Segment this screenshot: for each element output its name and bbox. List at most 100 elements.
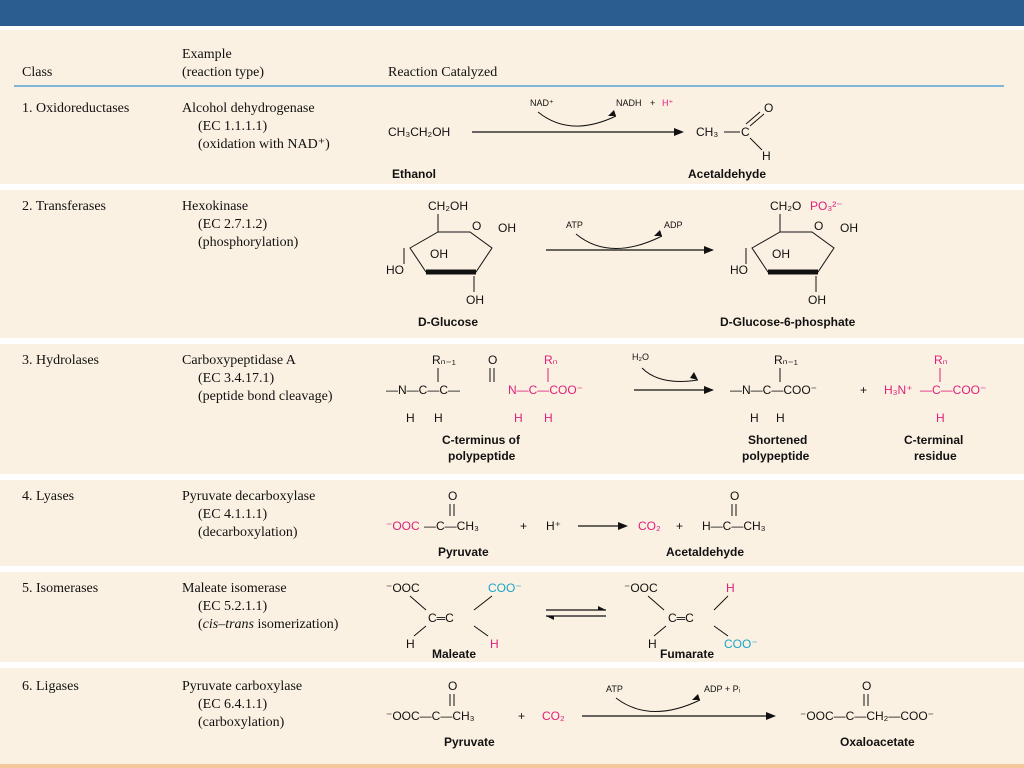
oxygen: O — [764, 101, 773, 115]
ec-number: (EC 6.4.1.1) — [198, 697, 268, 712]
adp-label: ADP — [664, 220, 683, 230]
class-name: 5. Isomerases — [22, 581, 99, 596]
bond — [409, 595, 427, 611]
nad-label: NAD⁺ — [530, 98, 554, 108]
substrate-name-2: polypeptide — [448, 449, 516, 463]
maleate-h-pink: H — [490, 637, 499, 651]
enzyme-example: Pyruvate carboxylase (EC 6.4.1.1) (carbo… — [182, 678, 302, 732]
double-bond-a — [745, 111, 761, 125]
class-name: 3. Hydrolases — [22, 353, 99, 368]
equilibrium-arrowhead — [598, 606, 606, 610]
oh-inner: OH — [772, 247, 790, 261]
carbon: C — [741, 125, 750, 139]
class-name: 4. Lyases — [22, 489, 75, 504]
co2-product: CO₂ — [638, 519, 661, 533]
adp-pi-label: ADP + Pᵢ — [704, 684, 740, 694]
product-ch2o: CH₂O — [770, 199, 801, 213]
reaction-arrowhead — [704, 386, 714, 394]
oh-right: OH — [840, 221, 858, 235]
glucose-ring — [409, 231, 493, 273]
carbonyl-o: O — [448, 679, 457, 693]
header-reaction: Reaction Catalyzed — [388, 65, 498, 80]
plus-sign: + — [520, 519, 527, 533]
product-ring — [751, 231, 835, 273]
row-separator — [0, 474, 1024, 480]
product-left: CH₃ — [696, 125, 718, 139]
oh-right: OH — [498, 221, 516, 235]
bond — [473, 625, 489, 637]
row-separator — [0, 184, 1024, 190]
carbonyl-o: O — [488, 353, 497, 367]
type-cis-trans: cis–trans — [202, 617, 255, 632]
acetaldehyde-formula: H—C—CH₃ — [702, 519, 766, 533]
bond — [413, 625, 427, 637]
enzyme-name: Hexokinase — [182, 199, 249, 214]
reaction-oxidoreductase: NAD⁺ NADH + H⁺ CH₃CH₂OH CH₃ C O H Ethano… — [388, 98, 773, 181]
reaction-type: (cis–trans isomerization) — [182, 616, 338, 634]
reaction-ligase: O ⁻OOC—C—CH₃ + CO₂ ATP ADP + Pᵢ O ⁻OOC—C… — [386, 679, 934, 749]
maleate-ooc: ⁻OOC — [386, 581, 420, 595]
ec-number: (EC 1.1.1.1) — [198, 119, 268, 134]
carbonyl-o: O — [862, 679, 871, 693]
hydrogen: H — [762, 149, 771, 163]
maleate-double-bond: C═C — [428, 611, 454, 625]
cofactor-arc — [537, 111, 617, 127]
type-close: isomerization) — [254, 617, 339, 632]
ho-left: HO — [386, 263, 404, 277]
bottom-border — [0, 764, 1024, 768]
h: H — [750, 411, 759, 425]
bond — [647, 595, 665, 611]
h3n-plus: H₃N⁺ — [884, 383, 913, 397]
reaction-hydrolase: Rₙ₋₁ O Rₙ —N—C—C— N—C—COO⁻ H H H H H₂O R… — [386, 352, 986, 463]
oh-inner: OH — [430, 247, 448, 261]
reaction-type: (phosphorylation) — [198, 235, 299, 250]
ho-left: HO — [730, 263, 748, 277]
product1-name-1: Shortened — [748, 433, 807, 447]
plus-sign: + — [650, 98, 655, 108]
bond — [713, 595, 729, 611]
substrate-rest: —C—CH₃ — [424, 519, 479, 533]
ring-oxygen: O — [814, 219, 823, 233]
header-class: Class — [22, 65, 53, 80]
h-pink: H — [936, 411, 945, 425]
substrate-name-1: C-terminus of — [442, 433, 521, 447]
fumarate-coo: COO⁻ — [724, 637, 758, 651]
maleate-h: H — [406, 637, 415, 651]
carbonyl-o: O — [448, 489, 457, 503]
oxaloacetate-formula: ⁻OOC—C—CH₂—COO⁻ — [800, 709, 934, 723]
substrate-name: D-Glucose — [418, 315, 478, 329]
bond — [653, 625, 667, 637]
reaction-lyase: O ⁻OOC —C—CH₃ + H⁺ CO₂ + O H—C—CH₃ Pyruv… — [386, 489, 766, 559]
water-label: H₂O — [632, 352, 649, 362]
double-bond-b — [749, 113, 765, 127]
co2-substrate: CO₂ — [542, 709, 565, 723]
enzyme-name: Maleate isomerase — [182, 581, 287, 596]
reaction-type: (peptide bond cleavage) — [198, 389, 333, 404]
bond — [713, 625, 729, 637]
header-example-1: Example — [182, 47, 232, 62]
oh-bottom: OH — [466, 293, 484, 307]
cofactor-arrowhead — [690, 372, 698, 380]
proton: H⁺ — [546, 519, 561, 533]
enzyme-name: Pyruvate carboxylase — [182, 679, 303, 694]
enzyme-example: Pyruvate decarboxylase (EC 4.1.1.1) (dec… — [182, 488, 315, 542]
oh-bottom: OH — [808, 293, 826, 307]
ec-number: (EC 4.1.1.1) — [198, 507, 268, 522]
reaction-type: (oxidation with NAD⁺) — [198, 137, 330, 152]
row-separator — [0, 338, 1024, 344]
plus-sign: + — [860, 383, 867, 397]
product-phosphate: PO₃²⁻ — [810, 199, 843, 213]
type-open: ( — [198, 617, 203, 632]
row-separator — [0, 662, 1024, 668]
substrate-name: Maleate — [432, 647, 476, 661]
class-name: 1. Oxidoreductases — [22, 101, 130, 116]
class-name: 6. Ligases — [22, 679, 79, 694]
r-n: Rₙ — [934, 353, 948, 367]
product2-name-2: residue — [914, 449, 957, 463]
r-n: Rₙ — [544, 353, 558, 367]
plus-sign: + — [518, 709, 525, 723]
cofactor-arc — [641, 367, 699, 382]
product1-name-2: polypeptide — [742, 449, 810, 463]
peptide-chain-pink: N—C—COO⁻ — [508, 383, 583, 397]
fumarate-double-bond: C═C — [668, 611, 694, 625]
